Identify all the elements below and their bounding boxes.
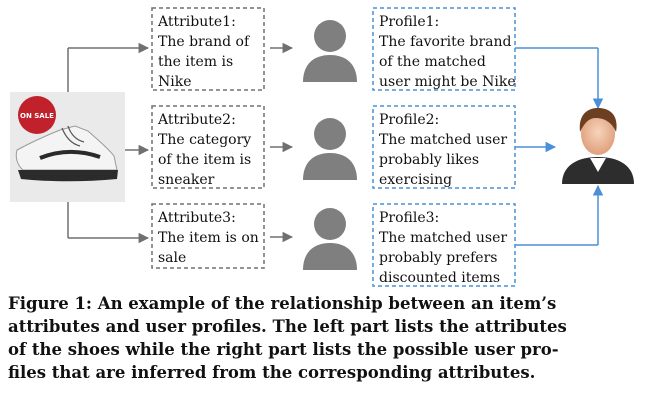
product-image: ON SALE xyxy=(10,92,125,202)
caption-line: files that are inferred from the corresp… xyxy=(8,363,536,382)
profile-1-line: user might be Nike xyxy=(379,74,516,90)
profile-3-line: The matched user xyxy=(379,230,507,246)
sale-badge xyxy=(18,96,56,134)
attribute-box-1: Attribute1: The brand of the item is Nik… xyxy=(151,7,265,91)
person-silhouette-icon xyxy=(303,208,357,270)
caption-line: of the shoes while the right part lists … xyxy=(8,340,559,359)
user-avatar-icon xyxy=(562,108,634,184)
attribute-arrows xyxy=(270,42,294,243)
svg-text:Profile2: The matched us: Profile2: The matched user probably like… xyxy=(379,112,512,188)
svg-text:Attribute3: The item is: Attribute3: The item is on sale xyxy=(157,210,263,266)
attribute-box-2: Attribute2: The category of the item is … xyxy=(151,105,265,189)
profile-1-line: Profile1: xyxy=(379,14,439,30)
attribute-3-line: sale xyxy=(158,250,186,266)
profile-2-line: probably likes xyxy=(379,152,479,168)
profile-3-line: discounted items xyxy=(379,270,500,286)
profile-box-2: Profile2: The matched user probably like… xyxy=(372,105,516,189)
attribute-3-line: Attribute3: xyxy=(157,210,236,226)
profile-2-line: The matched user xyxy=(379,132,507,148)
profile-1-line: of the matched xyxy=(379,54,486,70)
svg-text:Profile3: The matched us: Profile3: The matched user probably pref… xyxy=(379,210,512,286)
profile-2-line: exercising xyxy=(379,172,452,188)
product-connectors xyxy=(67,42,150,244)
sneaker-icon xyxy=(15,125,118,182)
caption-line: attributes and user profiles. The left p… xyxy=(8,317,567,336)
attribute-2-line: The category xyxy=(158,132,251,148)
svg-text:Attribute2: The category: Attribute2: The category of the item is … xyxy=(157,112,256,188)
svg-text:Profile1: The favorite b: Profile1: The favorite brand of the matc… xyxy=(379,14,516,90)
attribute-2-line: sneaker xyxy=(158,172,215,188)
attribute-3-line: The item is on xyxy=(158,230,259,246)
figure-caption: Figure 1: An example of the relationship… xyxy=(8,292,644,384)
profile-1-line: The favorite brand xyxy=(379,34,512,50)
profile-box-1: Profile1: The favorite brand of the matc… xyxy=(372,7,516,91)
attribute-1-line: The brand of xyxy=(158,34,251,50)
caption-line: Figure 1: An example of the relationship… xyxy=(8,294,557,313)
attribute-2-line: of the item is xyxy=(158,152,251,168)
attribute-profile-diagram: ON SALE Attribute1: The brand of the ite… xyxy=(10,7,634,287)
attribute-1-line: Nike xyxy=(158,74,192,90)
profile-box-3: Profile3: The matched user probably pref… xyxy=(372,203,516,287)
person-silhouette-icon xyxy=(303,20,357,82)
svg-text:Attribute1: The brand of: Attribute1: The brand of the item is Nik… xyxy=(157,14,254,90)
profile-3-line: probably prefers xyxy=(379,250,497,266)
profile-3-line: Profile3: xyxy=(379,210,439,226)
profile-2-line: Profile2: xyxy=(379,112,439,128)
attribute-1-line: the item is xyxy=(158,54,233,70)
attribute-1-line: Attribute1: xyxy=(157,14,236,30)
person-silhouette-icon xyxy=(303,118,357,180)
attribute-2-line: Attribute2: xyxy=(157,112,236,128)
attribute-box-3: Attribute3: The item is on sale xyxy=(151,203,265,269)
profile-arrows xyxy=(515,47,604,246)
sale-badge-label: ON SALE xyxy=(20,112,54,120)
